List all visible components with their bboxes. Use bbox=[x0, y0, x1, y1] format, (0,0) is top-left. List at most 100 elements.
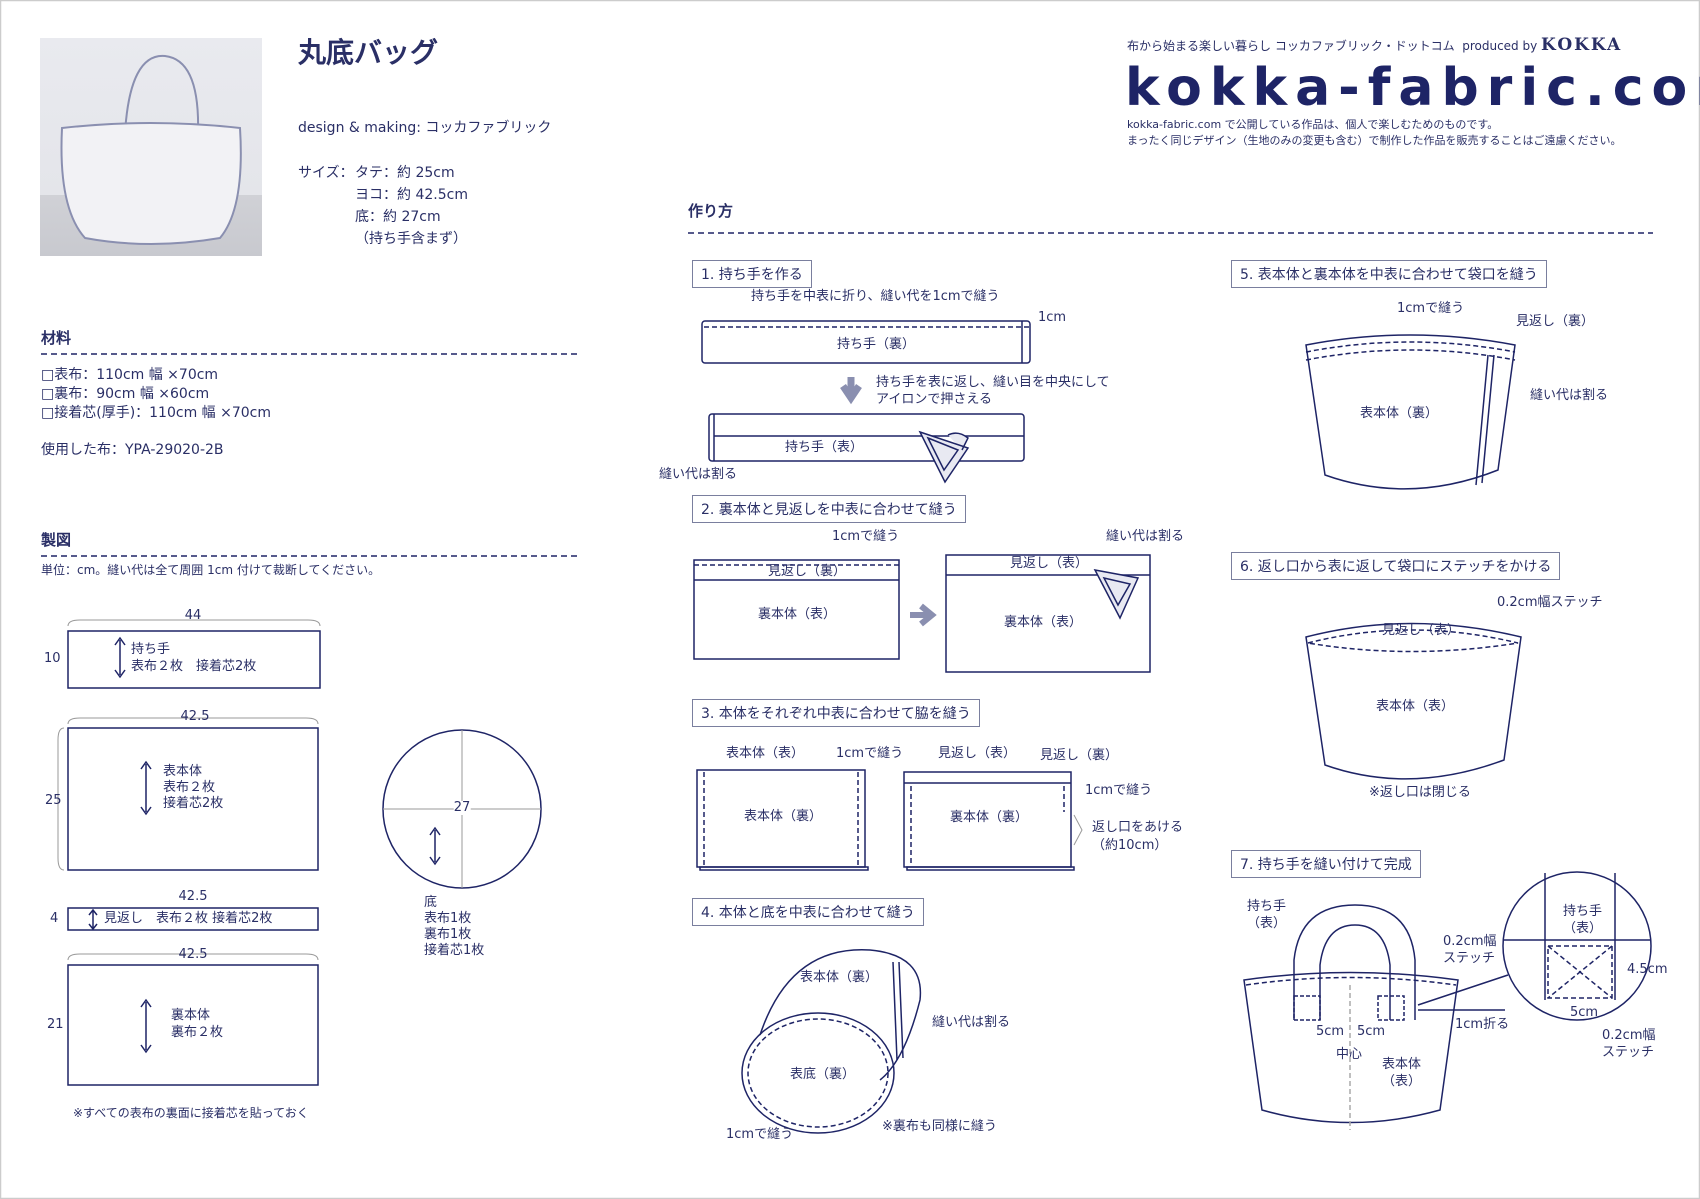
s1-cm: 1cm bbox=[1038, 310, 1067, 325]
facing-pattern bbox=[67, 907, 319, 931]
size-height: タテ：約 25cm bbox=[355, 165, 455, 181]
handle-name: 持ち手 bbox=[131, 642, 171, 657]
s1-turn: 持ち手を表に返し、縫い目を中央にして bbox=[876, 375, 1110, 390]
material-item: □表布：110cm 幅 ×70cm bbox=[41, 367, 219, 383]
step-7-title: 7. 持ち手を縫い付けて完成 bbox=[1231, 850, 1421, 878]
outer-label: 表布２枚 bbox=[163, 780, 216, 795]
s4-note: ※裏布も同様に縫う bbox=[882, 1119, 997, 1134]
size-note: （持ち手含まず） bbox=[355, 231, 467, 247]
site-logo: kokka-fabric.com bbox=[1125, 58, 1700, 118]
s6-body: 表本体（表） bbox=[1376, 699, 1455, 714]
lining-width: 42.5 bbox=[178, 947, 208, 962]
outer-height: 25 bbox=[45, 793, 62, 808]
s7-zoom-handle: （表） bbox=[1563, 921, 1603, 936]
outer-label: 接着芯2枚 bbox=[163, 796, 224, 811]
brand-name: KOKKA bbox=[1541, 35, 1623, 55]
s7-center: 中心 bbox=[1336, 1047, 1363, 1062]
size-width: ヨコ：約 42.5cm bbox=[355, 187, 468, 203]
s3-sew-2: 1cmで縫う bbox=[1085, 783, 1153, 798]
s7-handle: （表） bbox=[1247, 916, 1287, 931]
s7-body: 表本体 bbox=[1382, 1057, 1422, 1072]
s2-press: 縫い代は割る bbox=[1106, 529, 1185, 544]
s7-5cm: 5cm bbox=[1357, 1024, 1386, 1039]
s3-lining-back: 裏本体（裏） bbox=[950, 810, 1029, 825]
lining-pattern bbox=[67, 953, 319, 1086]
bag-illustration bbox=[60, 54, 242, 245]
fabric-used: 使用した布：YPA-29020-2B bbox=[41, 442, 224, 458]
s1-handle-back: 持ち手（裏） bbox=[837, 337, 916, 352]
s4-bottom: 表底（裏） bbox=[790, 1067, 856, 1082]
s2-facing-back: 見返し（裏） bbox=[768, 564, 847, 579]
credit: design & making: コッカファブリック bbox=[298, 120, 552, 136]
s2-lining-front-2: 裏本体（表） bbox=[1004, 615, 1083, 630]
lining-height: 21 bbox=[47, 1017, 64, 1032]
tagline-text: 布から始まる楽しい暮らし コッカファブリック・ドットコム bbox=[1127, 39, 1455, 53]
s1-turn: アイロンで押さえる bbox=[876, 392, 992, 407]
lining-label: 裏本体 bbox=[171, 1008, 211, 1023]
handle-detail: 表布２枚 接着芯2枚 bbox=[131, 659, 257, 674]
step-2-title: 2. 裏本体と見返しを中表に合わせて縫う bbox=[692, 495, 966, 523]
handle-pattern bbox=[67, 619, 321, 689]
notice-1: kokka-fabric.com で公開している作品は、個人で楽しむためのもので… bbox=[1127, 118, 1499, 131]
s5-sew: 1cmで縫う bbox=[1397, 301, 1465, 316]
pattern-heading: 製図 bbox=[41, 531, 72, 549]
step1-diagram bbox=[701, 320, 1031, 484]
s7-5cm: 5cm bbox=[1316, 1024, 1345, 1039]
step-1-title: 1. 持ち手を作る bbox=[692, 260, 812, 288]
s5-press: 縫い代は割る bbox=[1530, 388, 1609, 403]
s6-facing: 見返し（表） bbox=[1382, 623, 1461, 638]
bottom-diameter: 27 bbox=[453, 800, 471, 816]
step5-diagram bbox=[1305, 334, 1516, 490]
outer-body-pattern bbox=[57, 717, 319, 871]
step6-diagram bbox=[1305, 622, 1522, 780]
s3-outer-back: 表本体（裏） bbox=[744, 809, 823, 824]
s5-body: 表本体（裏） bbox=[1360, 406, 1439, 421]
interfacing-note: ※すべての表布の裏面に接着芯を貼っておく bbox=[73, 1106, 309, 1120]
bottom-label: 表布1枚 bbox=[424, 911, 472, 926]
s3-facing-back: 見返し（裏） bbox=[1040, 748, 1119, 763]
s1-caption: 持ち手を中表に折り、縫い代を1cmで縫う bbox=[751, 289, 1000, 304]
s7-body: （表） bbox=[1382, 1074, 1422, 1089]
size-label: サイズ： bbox=[298, 165, 354, 181]
s5-facing: 見返し（裏） bbox=[1516, 314, 1595, 329]
s7-zoom-5cm: 5cm bbox=[1570, 1005, 1599, 1020]
facing-width: 42.5 bbox=[178, 889, 208, 904]
step-3-title: 3. 本体をそれぞれ中表に合わせて脇を縫う bbox=[692, 699, 980, 727]
handle-width: 44 bbox=[184, 608, 202, 623]
bottom-label: 接着芯1枚 bbox=[424, 943, 485, 958]
s2-sew: 1cmで縫う bbox=[832, 529, 900, 544]
materials-heading: 材料 bbox=[41, 329, 72, 347]
s7-stitch-2: 0.2cm幅 bbox=[1602, 1028, 1656, 1043]
step2-diagram bbox=[693, 554, 1151, 673]
step-5-title: 5. 表本体と裏本体を中表に合わせて袋口を縫う bbox=[1231, 260, 1547, 288]
s7-stitch: ステッチ bbox=[1443, 951, 1496, 966]
s3-facing-front: 見返し（表） bbox=[938, 746, 1017, 761]
notice-2: まったく同じデザイン（生地のみの変更も含む）で制作した作品を販売することはご遠慮… bbox=[1127, 134, 1622, 147]
page-title: 丸底バッグ bbox=[298, 36, 439, 69]
s7-fold: 1cm折る bbox=[1455, 1017, 1510, 1032]
s7-4-5cm: 4.5cm bbox=[1627, 962, 1668, 977]
lining-label: 裏布２枚 bbox=[171, 1025, 224, 1040]
bottom-label: 裏布1枚 bbox=[424, 927, 472, 942]
produced-by: produced by bbox=[1462, 39, 1538, 53]
howto-heading: 作り方 bbox=[688, 202, 734, 220]
bag-photo bbox=[40, 38, 262, 256]
outer-width: 42.5 bbox=[180, 709, 210, 724]
s3-sew: 1cmで縫う bbox=[836, 746, 904, 761]
facing-label: 見返し 表布２枚 接着芯2枚 bbox=[104, 911, 273, 926]
material-item: □接着芯(厚手)：110cm 幅 ×70cm bbox=[41, 405, 271, 421]
material-item: □裏布：90cm 幅 ×60cm bbox=[41, 386, 210, 402]
outer-label: 表本体 bbox=[163, 764, 203, 779]
s4-sew: 1cmで縫う bbox=[726, 1127, 794, 1142]
s7-handle: 持ち手 bbox=[1247, 899, 1287, 914]
size-bottom: 底：約 27cm bbox=[355, 209, 441, 225]
s1-handle-front: 持ち手（表） bbox=[785, 440, 864, 455]
s7-stitch-2: ステッチ bbox=[1602, 1045, 1655, 1060]
step4-diagram bbox=[741, 949, 922, 1134]
handle-height: 10 bbox=[44, 651, 61, 666]
s3-outer-front: 表本体（表） bbox=[726, 746, 805, 761]
s4-press: 縫い代は割る bbox=[932, 1015, 1011, 1030]
bottom-label: 底 bbox=[424, 895, 438, 910]
step-4-title: 4. 本体と底を中表に合わせて縫う bbox=[692, 898, 924, 926]
